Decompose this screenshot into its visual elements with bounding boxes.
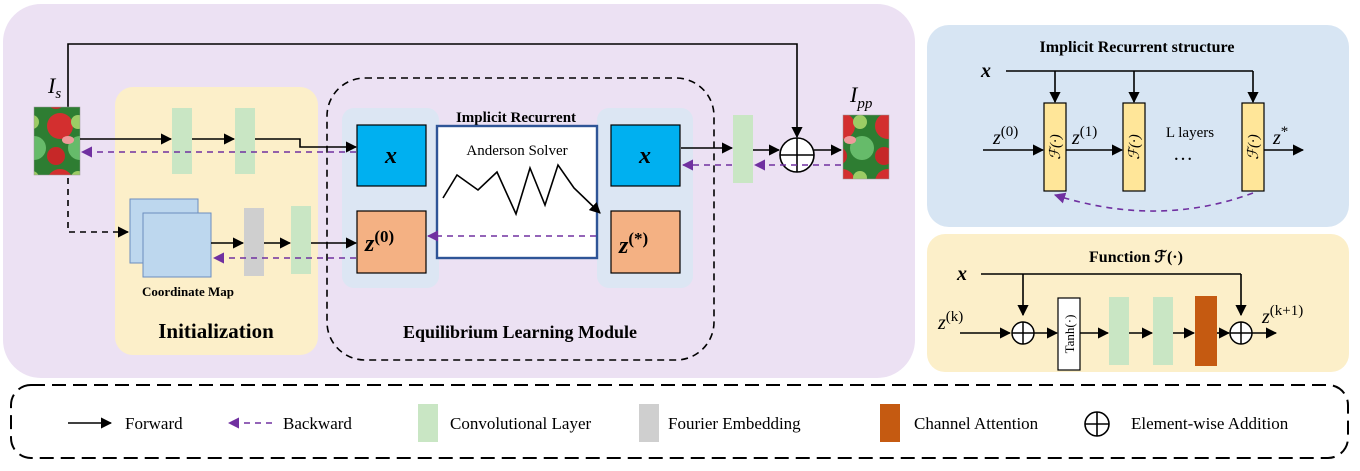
implicit-recurrent-label: Implicit Recurrent — [456, 110, 576, 126]
z0-box — [356, 210, 427, 274]
input-label: Is — [47, 73, 61, 102]
recurrent-z0-label: z(0) — [992, 124, 1018, 149]
anderson-solver-label: Anderson Solver — [466, 143, 567, 159]
solver-zigzag — [442, 163, 601, 217]
forward-arrow-c — [255, 138, 358, 153]
f-block-1: ℱ(·) — [1043, 102, 1067, 192]
f-block-2: ℱ(·) — [1122, 102, 1146, 192]
legend-attention-label: Channel Attention — [914, 414, 1039, 433]
conv-layer-1 — [172, 108, 192, 174]
legend-conv-swatch — [418, 404, 438, 442]
output-image — [842, 114, 890, 180]
recurrent-x-label: x — [980, 60, 991, 82]
input-image — [33, 106, 81, 176]
coordinate-map-front — [142, 212, 212, 278]
equilibrium-learning-module-panel — [326, 77, 715, 361]
conv-layer-3 — [291, 206, 311, 274]
legend-box — [10, 384, 1349, 459]
function-x-label: x — [956, 263, 967, 285]
f-block-3: ℱ(·) — [1241, 102, 1265, 192]
recurrent-dots: … — [1173, 143, 1193, 165]
tanh-block: Tanh(·) — [1057, 297, 1081, 371]
legend-conv-label: Convolutional Layer — [450, 414, 592, 433]
x-box-left-label: x — [384, 143, 397, 169]
recurrent-z1-label: z(1) — [1071, 124, 1097, 149]
legend-fourier-label: Fourier Embedding — [668, 414, 801, 433]
legend-forward-label: Forward — [125, 414, 183, 433]
conv-layer-4 — [733, 115, 753, 183]
legend-fourier-swatch — [639, 404, 659, 442]
output-label: Ipp — [849, 82, 873, 112]
zstar-box — [610, 210, 681, 274]
legend-backward-label: Backward — [283, 414, 352, 433]
recurrent-zstar-label: z* — [1272, 124, 1288, 149]
initialization-label: Initialization — [158, 319, 274, 343]
skip-connection-line — [67, 43, 803, 139]
initialization-panel — [115, 87, 318, 355]
svg-text:ℱ(·): ℱ(·) — [1048, 134, 1064, 160]
dashed-input-to-coordinate — [67, 178, 130, 238]
x-box-right-label: x — [638, 143, 651, 169]
recurrent-layers-label: L layers — [1166, 125, 1214, 141]
function-zk-label: z(k) — [937, 309, 963, 334]
function-zk1-label: z(k+1) — [1261, 303, 1303, 328]
zstar-box-label: z(*) — [618, 229, 648, 259]
recurrent-backward-arc — [1053, 192, 1254, 212]
function-addition-1 — [1011, 321, 1035, 345]
recurrent-structure-title: Implicit Recurrent structure — [1040, 39, 1235, 56]
fourier-embedding-block — [244, 208, 264, 276]
legend-addition-icon — [1084, 411, 1110, 437]
addition-node — [779, 137, 815, 173]
conv-layer-2 — [235, 108, 255, 174]
legend-addition-label: Element-wise Addition — [1131, 414, 1289, 433]
coordinate-map-label: Coordinate Map — [142, 284, 234, 299]
svg-text:ℱ(·): ℱ(·) — [1127, 134, 1143, 160]
function-conv-1 — [1109, 297, 1129, 365]
function-addition-2 — [1229, 321, 1253, 345]
svg-text:ℱ(·): ℱ(·) — [1246, 134, 1262, 160]
function-title: Function ℱ(·) — [1089, 249, 1183, 266]
z0-box-label: z(0) — [364, 227, 394, 257]
x-box-right — [610, 124, 681, 187]
svg-text:Tanh(·): Tanh(·) — [1062, 315, 1077, 354]
function-channel-attention — [1195, 296, 1217, 366]
function-conv-2 — [1153, 297, 1173, 365]
elm-label: Equilibrium Learning Module — [403, 322, 637, 342]
legend-attention-swatch — [880, 404, 900, 442]
x-box-left — [356, 124, 427, 187]
